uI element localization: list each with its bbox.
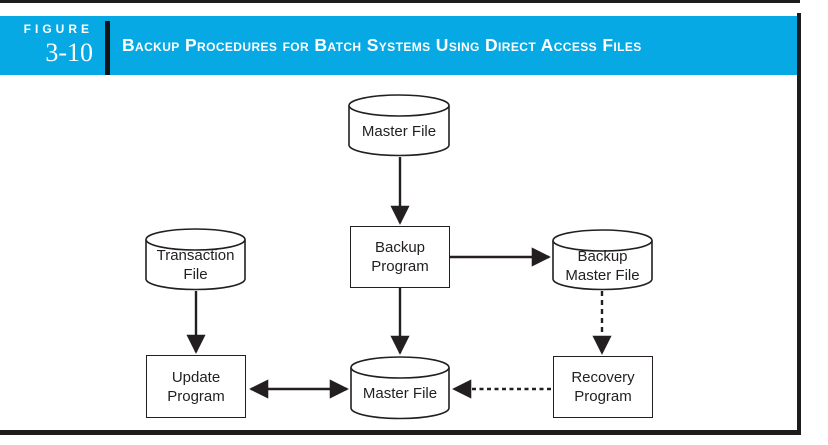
- label-line: Backup: [577, 247, 628, 265]
- label-line: File: [183, 266, 208, 283]
- process-recovery-program: Recovery Program: [553, 356, 653, 418]
- cylinder-shape: [348, 94, 450, 157]
- figure-label-box: FIGURE 3-10: [0, 16, 105, 75]
- bottom-border-rule: [0, 430, 800, 435]
- label-line: Backup: [374, 239, 426, 256]
- label-line: Master File: [565, 266, 640, 284]
- datastore-master-file-bottom: Master File: [350, 356, 450, 420]
- figure-kicker: FIGURE: [23, 22, 93, 36]
- datastore-backup-master-file: Backup Master File: [552, 229, 653, 291]
- datastore-master-file-top: Master File: [348, 94, 450, 157]
- process-update-program: Update Program: [146, 355, 246, 418]
- label-line: Transaction: [156, 247, 235, 264]
- process-backup-program: Backup Program: [350, 226, 450, 288]
- datastore-transaction-file: Transaction File: [145, 228, 246, 291]
- cylinder-shape: [552, 229, 653, 291]
- node-label: Master File: [350, 110, 448, 152]
- header-bottom-rule: [0, 0, 800, 2]
- label-line: Recovery: [571, 369, 635, 386]
- label-line: Master File: [361, 122, 437, 140]
- label-line: Program: [371, 258, 429, 275]
- figure-header-bar: [0, 16, 797, 75]
- label-line: Program: [574, 388, 632, 405]
- node-label: Backup Master File: [554, 245, 651, 286]
- node-label: Transaction File: [147, 244, 244, 286]
- figure-title: Backup Procedures for Batch Systems Usin…: [122, 35, 642, 55]
- label-line: Update: [171, 368, 221, 386]
- figure-number: 3-10: [45, 38, 93, 67]
- cylinder-shape: [350, 356, 450, 420]
- right-border-rule: [797, 13, 801, 435]
- label-line: Master File: [362, 385, 438, 402]
- header-divider: [105, 21, 110, 75]
- node-label: Master File: [352, 372, 448, 415]
- label-line: Program: [167, 387, 225, 405]
- cylinder-shape: [145, 228, 246, 291]
